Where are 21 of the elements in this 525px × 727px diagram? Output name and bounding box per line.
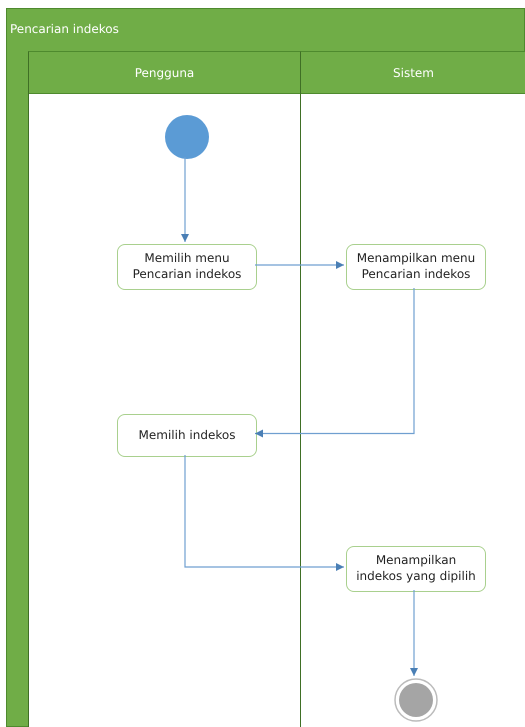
start-node xyxy=(165,115,209,159)
activity-label: Menampilkan indekos yang dipilih xyxy=(355,553,477,585)
lane-header: Pengguna xyxy=(134,66,194,80)
activity-box xyxy=(117,414,257,457)
activity-box xyxy=(346,244,486,290)
activity-label: Memilih indekos xyxy=(138,428,236,444)
flow-arrow xyxy=(410,590,418,676)
activity-box xyxy=(117,244,257,290)
swimlane xyxy=(300,51,525,727)
activity-box xyxy=(346,546,486,592)
pool-title: Pencarian indekos xyxy=(10,22,119,36)
end-node xyxy=(394,678,438,722)
flow-arrow xyxy=(255,288,415,438)
flow-arrow xyxy=(181,157,189,242)
swimlane-pool xyxy=(6,8,525,727)
activity-label: Menampilkan menu Pencarian indekos xyxy=(356,251,476,283)
activity-label: Memilih menu Pencarian indekos xyxy=(132,251,242,283)
lane-header: Sistem xyxy=(393,66,434,80)
flow-arrow xyxy=(255,261,344,269)
swimlane xyxy=(28,51,300,727)
flow-arrow xyxy=(184,455,344,571)
